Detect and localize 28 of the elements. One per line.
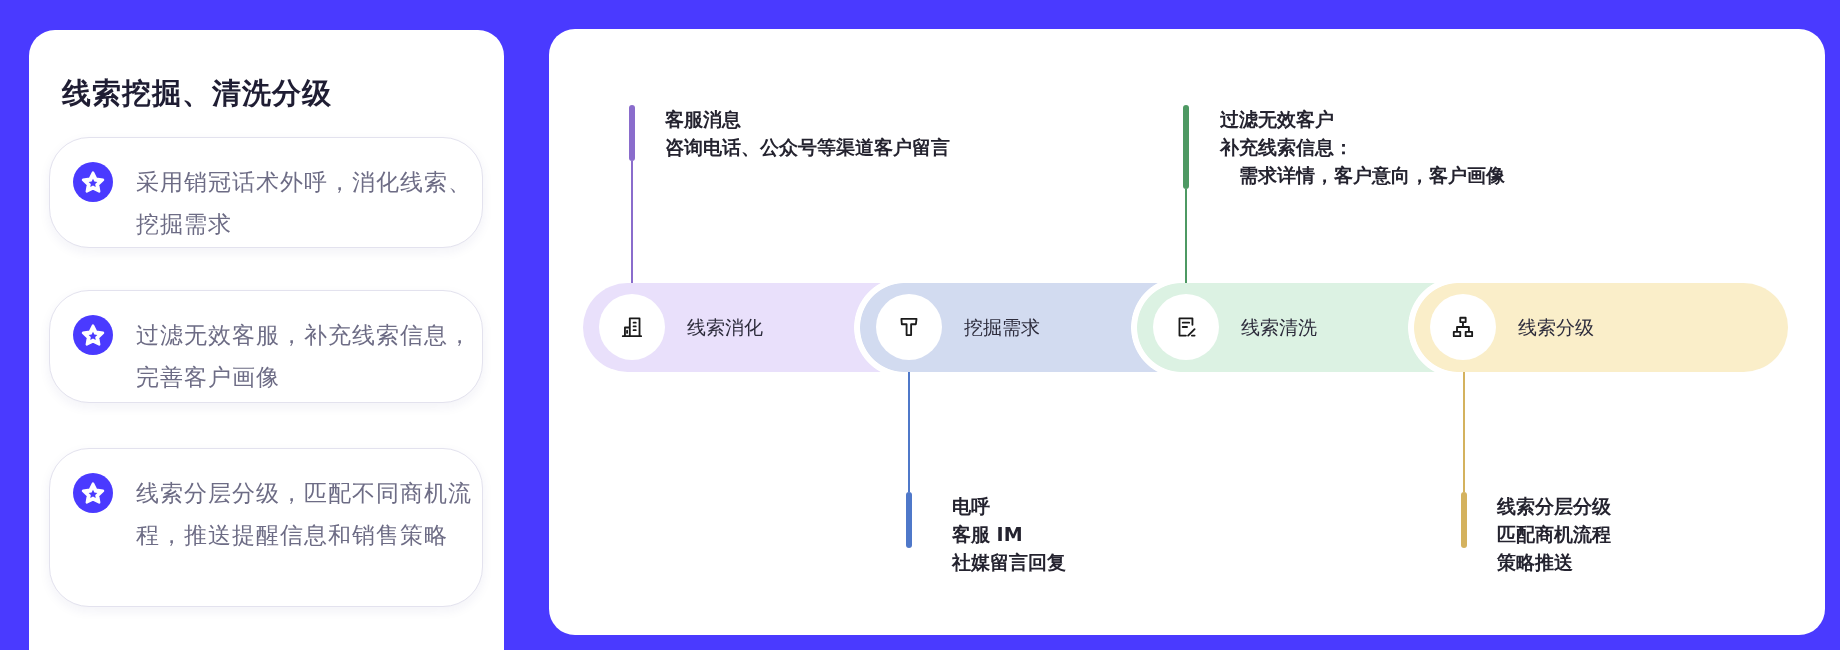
leader-line: [1185, 188, 1187, 284]
leader-line: [1463, 371, 1465, 493]
stage-label: 挖掘需求: [964, 315, 1040, 340]
callout-text: 匹配商机流程: [1497, 522, 1611, 547]
callout-text: 社媒留言回复: [952, 550, 1066, 575]
stage-label: 线索分级: [1518, 315, 1594, 340]
card-text: 线索分层分级，匹配不同商机流程，推送提醒信息和销售策略: [136, 479, 473, 550]
callout-text: 咨询电话、公众号等渠道客户留言: [665, 135, 950, 160]
leader-line: [908, 371, 910, 493]
card-text: 过滤无效客服，补充线索信息，完善客户画像: [136, 321, 473, 392]
callout-text: 电呼: [952, 494, 991, 519]
callout-text: 客服消息: [665, 107, 742, 132]
callout-text: 补充线索信息：: [1220, 135, 1354, 160]
feature-card: [49, 448, 483, 607]
feature-card: [49, 290, 483, 403]
callout-text: 线索分层分级: [1497, 494, 1611, 519]
callout-text: 客服 IM: [952, 522, 1024, 547]
side-panel: [29, 30, 504, 650]
callout-text: 需求详情，客户意向，客户画像: [1239, 163, 1505, 188]
callout-text: 过滤无效客户: [1220, 107, 1335, 132]
leader-line: [631, 160, 633, 284]
callout-text: 策略推送: [1497, 550, 1574, 575]
feature-card: [49, 137, 483, 248]
stage-label: 线索清洗: [1241, 315, 1317, 340]
panel-title: 线索挖掘、清洗分级: [62, 75, 332, 112]
content-panel: [549, 29, 1825, 635]
card-text: 采用销冠话术外呼，消化线索、挖掘需求: [136, 168, 473, 239]
stage-label: 线索消化: [687, 315, 763, 340]
